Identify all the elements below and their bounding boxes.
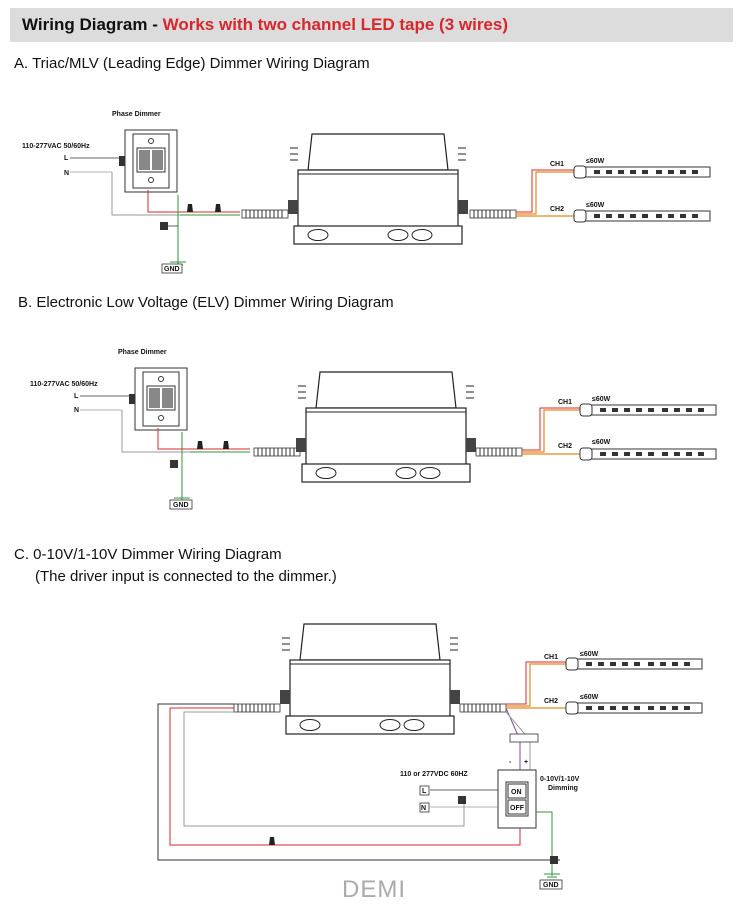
a-wire-nut-icon xyxy=(215,204,221,212)
c-watt2-label: ≤60W xyxy=(580,694,599,701)
c-neutral-label: N xyxy=(421,805,426,812)
a-dimmer-icon xyxy=(118,129,178,193)
header-highlight: Works with two channel LED tape (3 wires… xyxy=(162,15,509,34)
c-dimming2-label: Dimming xyxy=(548,785,578,792)
b-led-strip-icon xyxy=(579,447,717,461)
a-ch2-label: CH2 xyxy=(550,206,564,213)
header-bar: Wiring Diagram - Works with two channel … xyxy=(10,8,733,42)
b-supply-label: 110-277VAC 50/60Hz xyxy=(30,381,98,388)
diagram-a: Phase Dimmer 110-277VAC 50/60Hz L N GND … xyxy=(22,111,711,274)
a-watt1-label: ≤60W xyxy=(586,158,605,165)
c-gnd-label: GND xyxy=(543,882,559,889)
b-output-cable-icon xyxy=(475,447,523,457)
b-driver-icon xyxy=(295,371,477,483)
b-dimmer-icon xyxy=(128,367,188,431)
c-wire-nut-icon xyxy=(269,837,275,845)
a-gnd-label: GND xyxy=(164,266,180,273)
watermark-logo: DEMI xyxy=(342,876,406,903)
a-ground-clip-icon xyxy=(160,222,168,230)
a-output-cable-icon xyxy=(469,209,517,219)
c-connector-icon xyxy=(509,733,539,743)
section-c-subtitle: (The driver input is connected to the di… xyxy=(35,568,337,585)
c-on-label: ON xyxy=(511,789,522,796)
c-dimming-label: 0-10V/1-10V xyxy=(540,776,580,783)
a-led-strip-icon xyxy=(573,165,711,179)
header-title: Wiring Diagram - Works with two channel … xyxy=(22,15,508,35)
a-led-strip-icon xyxy=(573,209,711,223)
b-dimmer-label: Phase Dimmer xyxy=(118,349,167,356)
a-input-cable-icon xyxy=(241,209,289,219)
b-neutral-label: N xyxy=(74,407,79,414)
a-line-label: L xyxy=(64,155,69,162)
b-input-cable-icon xyxy=(253,447,301,457)
c-watt1-label: ≤60W xyxy=(580,651,599,658)
b-ch1-label: CH1 xyxy=(558,399,572,406)
b-watt2-label: ≤60W xyxy=(592,439,611,446)
header-prefix: Wiring Diagram - xyxy=(22,15,163,34)
b-ch2-label: CH2 xyxy=(558,443,572,450)
a-dimmer-label: Phase Dimmer xyxy=(112,111,161,118)
c-minus-label: - xyxy=(509,759,512,766)
c-supply-label: 110 or 277VDC 60HZ xyxy=(400,771,468,778)
a-supply-label: 110-277VAC 50/60Hz xyxy=(22,143,90,150)
a-ch1-label: CH1 xyxy=(550,161,564,168)
diagram-b: Phase Dimmer 110-277VAC 50/60Hz L N GND … xyxy=(30,349,717,510)
c-line-label: L xyxy=(422,788,427,795)
b-wire-nut-icon xyxy=(223,441,229,449)
b-gnd-label: GND xyxy=(173,502,189,509)
section-a-title: A. Triac/MLV (Leading Edge) Dimmer Wirin… xyxy=(14,55,370,72)
c-led-strip-icon xyxy=(565,657,703,671)
b-wire-nut-icon xyxy=(197,441,203,449)
diagram-c: - + ON OFF 110 or 277VDC 60HZ 0-10V/1-10… xyxy=(157,623,703,890)
c-input-cable-icon xyxy=(233,703,281,713)
c-led-strip-icon xyxy=(565,701,703,715)
a-watt2-label: ≤60W xyxy=(586,202,605,209)
c-ch1-label: CH1 xyxy=(544,654,558,661)
c-ground-clip-icon xyxy=(458,796,466,804)
a-wire-nut-icon xyxy=(187,204,193,212)
c-off-label: OFF xyxy=(510,805,525,812)
b-ground-clip-icon xyxy=(170,460,178,468)
b-led-strip-icon xyxy=(579,403,717,417)
section-b-title: B. Electronic Low Voltage (ELV) Dimmer W… xyxy=(18,294,394,311)
b-line-label: L xyxy=(74,393,79,400)
section-c-title: C. 0-10V/1-10V Dimmer Wiring Diagram xyxy=(14,546,282,563)
c-driver-icon xyxy=(279,623,461,735)
a-driver-icon xyxy=(287,133,469,245)
c-ch2-label: CH2 xyxy=(544,698,558,705)
c-plus-label: + xyxy=(524,759,528,766)
b-watt1-label: ≤60W xyxy=(592,396,611,403)
c-output-cable-icon xyxy=(459,703,507,713)
a-neutral-label: N xyxy=(64,170,69,177)
